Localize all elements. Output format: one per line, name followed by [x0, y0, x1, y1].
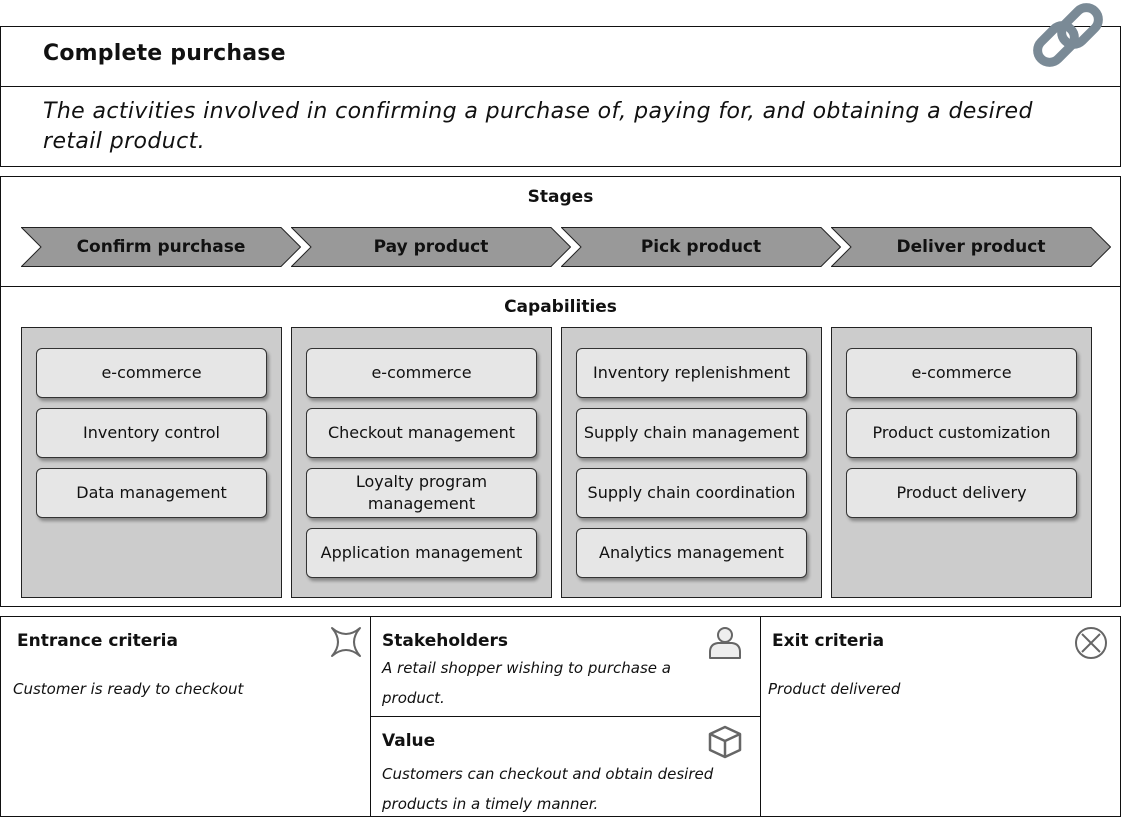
description-section: The activities involved in confirming a …: [0, 86, 1121, 167]
cube-icon: [708, 725, 742, 763]
stage-deliver-product: Deliver product: [831, 227, 1111, 267]
page-title: Complete purchase: [43, 41, 286, 66]
exit-criteria-text: Product delivered: [768, 680, 901, 698]
title-section: Complete purchase: [0, 26, 1121, 87]
stage-label: Pick product: [640, 237, 762, 257]
capability-column-pay: e-commerce Checkout management Loyalty p…: [291, 327, 552, 598]
entrance-criteria-text: Customer is ready to checkout: [13, 680, 244, 698]
stakeholders-text: A retail shopper wishing to purchase a p…: [382, 659, 671, 707]
capabilities-heading: Capabilities: [504, 297, 617, 317]
stage-pick-product: Pick product: [561, 227, 841, 267]
capability-card: Supply chain coordination: [576, 468, 807, 518]
stage-pay-product: Pay product: [291, 227, 571, 267]
capability-card: e-commerce: [36, 348, 267, 398]
exit-criteria-title: Exit criteria: [772, 631, 885, 651]
stage-label: Confirm purchase: [76, 237, 246, 257]
capability-card: e-commerce: [306, 348, 537, 398]
capability-card: Product customization: [846, 408, 1077, 458]
capability-card: Product delivery: [846, 468, 1077, 518]
capability-column-confirm: e-commerce Inventory control Data manage…: [21, 327, 282, 598]
stages-section: Stages Confirm purchase Pay product Pick…: [0, 176, 1121, 287]
person-icon: [708, 625, 742, 663]
stakeholders-title: Stakeholders: [382, 631, 509, 651]
cancel-circle-icon: [1074, 626, 1108, 664]
stage-confirm-purchase: Confirm purchase: [21, 227, 301, 267]
stages-heading: Stages: [527, 187, 594, 207]
capability-card: Supply chain management: [576, 408, 807, 458]
stage-label: Pay product: [373, 237, 489, 257]
value-section: Value Customers can checkout and obtain …: [370, 716, 761, 817]
exit-criteria-section: Exit criteria Product delivered: [760, 616, 1121, 817]
capability-card: Loyalty program management: [306, 468, 537, 518]
capabilities-section: Capabilities e-commerce Inventory contro…: [0, 286, 1121, 607]
capability-card: Analytics management: [576, 528, 807, 578]
entrance-criteria-section: Entrance criteria Customer is ready to c…: [0, 616, 371, 817]
capability-card: Application management: [306, 528, 537, 578]
capability-card: Inventory replenishment: [576, 348, 807, 398]
value-title: Value: [382, 731, 436, 751]
capability-column-deliver: e-commerce Product customization Product…: [831, 327, 1092, 598]
page-description: The activities involved in confirming a …: [43, 99, 1033, 154]
stakeholders-section: Stakeholders A retail shopper wishing to…: [370, 616, 761, 717]
capability-card: Checkout management: [306, 408, 537, 458]
star-icon: [330, 626, 362, 662]
capability-column-pick: Inventory replenishment Supply chain man…: [561, 327, 822, 598]
capability-card: Data management: [36, 468, 267, 518]
capability-card: e-commerce: [846, 348, 1077, 398]
entrance-criteria-title: Entrance criteria: [17, 631, 178, 651]
capability-card: Inventory control: [36, 408, 267, 458]
link-icon: [1030, 2, 1106, 76]
stage-label: Deliver product: [896, 237, 1046, 257]
value-text: Customers can checkout and obtain desire…: [382, 765, 714, 813]
